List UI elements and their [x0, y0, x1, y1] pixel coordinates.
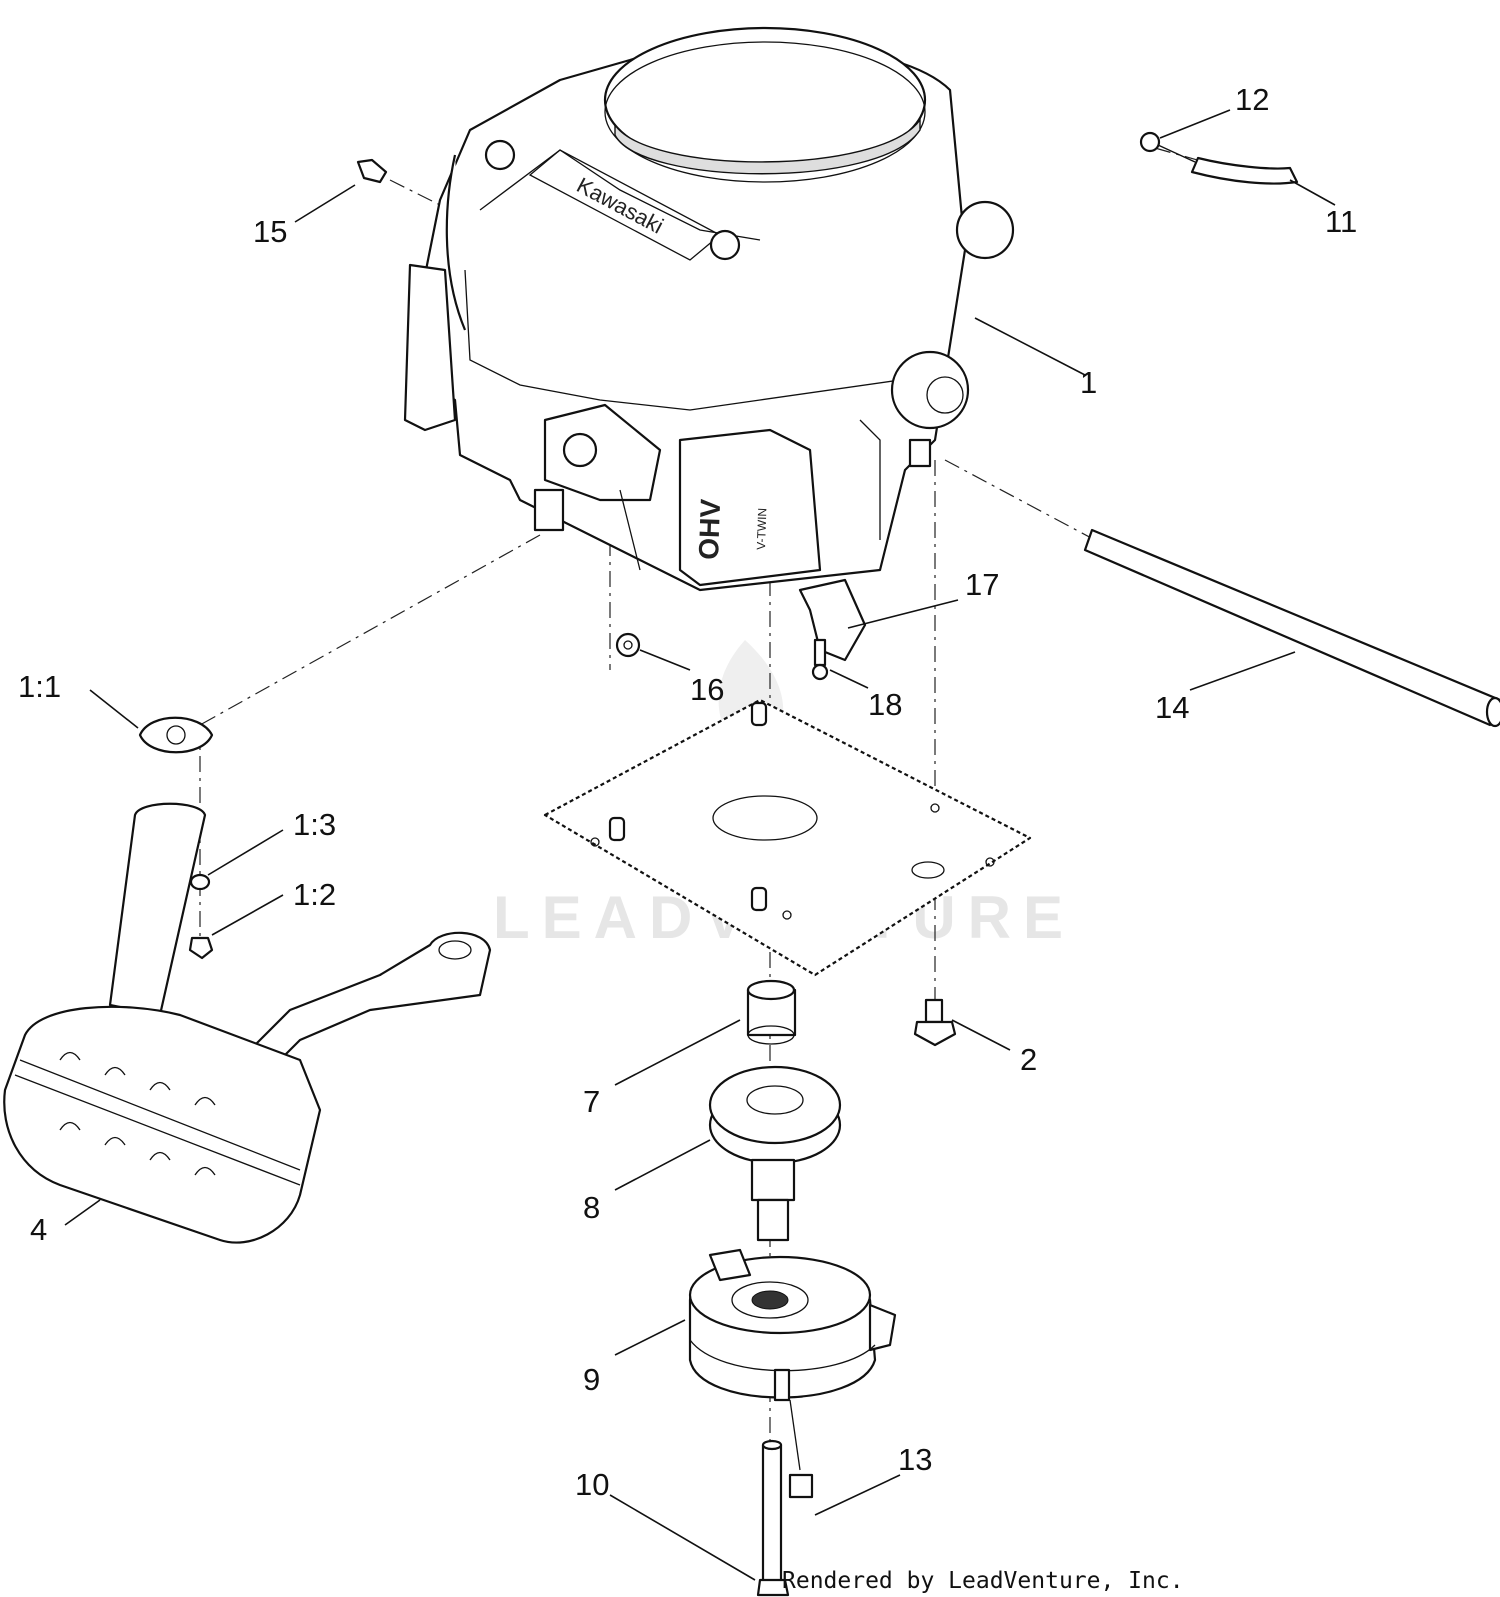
- wire-connector-13[interactable]: [788, 1399, 814, 1499]
- callout-13: 13: [898, 1442, 932, 1477]
- callout-1: 1: [1080, 365, 1097, 400]
- hose-11[interactable]: [1157, 144, 1299, 185]
- callout-4: 4: [30, 1212, 47, 1247]
- bolt-18[interactable]: [811, 638, 829, 681]
- callout-11: 11: [1325, 204, 1357, 239]
- footer-credit: Rendered by LeadVenture, Inc.: [782, 1568, 1184, 1594]
- pulley-8[interactable]: [708, 1065, 842, 1242]
- mounting-plate: [543, 698, 1032, 977]
- callout-17: 17: [965, 567, 999, 602]
- callout-14: 14: [1155, 690, 1189, 725]
- callout-16: 16: [690, 672, 724, 707]
- spacer-7[interactable]: [746, 979, 797, 1045]
- callout-15: 15: [253, 214, 287, 249]
- callout-2: 2: [1020, 1042, 1037, 1077]
- callout-10: 10: [575, 1467, 609, 1502]
- callout-12: 12: [1235, 82, 1269, 117]
- hose-clamp-12[interactable]: [1139, 131, 1161, 153]
- bolt-15[interactable]: [356, 158, 388, 184]
- callout-18: 18: [868, 687, 902, 722]
- callout-labels: 1 1:1 1:3 1:2 2 4 7 8 9 10 11 12 13 14 1…: [18, 82, 1357, 1502]
- callout-8: 8: [583, 1190, 600, 1225]
- bracket-17[interactable]: [798, 578, 867, 662]
- engine-badge-label: OHV: [693, 498, 726, 560]
- bolt-2[interactable]: [913, 998, 957, 1047]
- callout-7: 7: [583, 1084, 600, 1119]
- callout-1-3: 1:3: [293, 807, 336, 842]
- nut-16[interactable]: [615, 632, 641, 658]
- dipstick-tube-14[interactable]: [1083, 528, 1500, 728]
- nut-1-2[interactable]: [188, 936, 214, 960]
- leader-lines: [64, 109, 1336, 1581]
- washer-1-3[interactable]: [189, 873, 211, 891]
- muffler-4[interactable]: [3, 802, 492, 1244]
- callout-1-2: 1:2: [293, 877, 336, 912]
- pto-clutch-9[interactable]: [688, 1248, 897, 1402]
- engine-badge-sublabel: V-TWIN: [754, 508, 769, 550]
- engine[interactable]: Kawasaki OHV V-TWIN: [403, 26, 1015, 592]
- callout-9: 9: [583, 1362, 600, 1397]
- bolt-10[interactable]: [756, 1439, 790, 1597]
- callout-1-1: 1:1: [18, 669, 61, 704]
- gasket-1-1[interactable]: [138, 716, 214, 754]
